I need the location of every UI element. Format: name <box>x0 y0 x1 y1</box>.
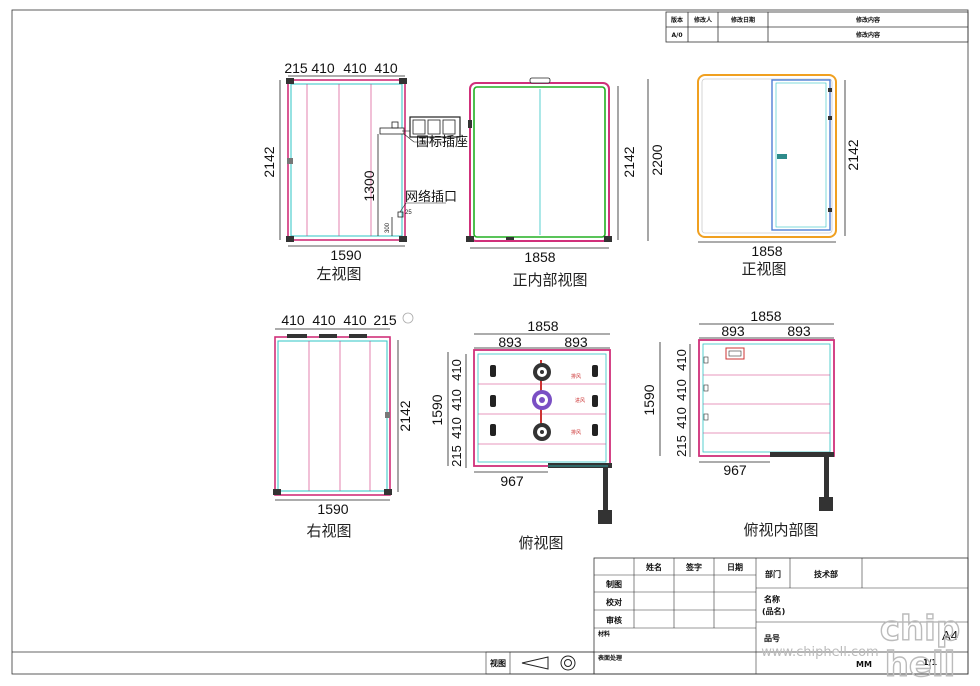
top-inner-caption: 俯视内部图 <box>743 521 818 539</box>
left-dim-top-4: 410 <box>374 60 398 76</box>
top-inner-dim-depth: 1590 <box>641 384 657 415</box>
socket-label: 国标插座 <box>416 134 468 149</box>
top-dim-half-a: 893 <box>498 334 522 350</box>
top-dim-side-3: 410 <box>449 417 464 439</box>
tb-sheet: 1/1 <box>923 658 937 667</box>
top-inner-dim-side-4: 215 <box>674 435 689 457</box>
right-dim-top-1: 410 <box>281 312 305 328</box>
top-inner-dim-side-2: 410 <box>674 379 689 401</box>
left-view: 215 410 410 410 2142 1590 左视图 国标插座 1300 … <box>261 60 468 283</box>
tb-header-name: 姓名 <box>645 562 662 572</box>
tb-part-label: 品号 <box>764 634 780 643</box>
right-dim-top-3: 410 <box>343 312 367 328</box>
tb-material: 材料 <box>597 630 610 638</box>
tb-paper: A4 <box>942 628 958 643</box>
rev-header-content: 修改内容 <box>855 16 880 24</box>
top-inner-dim-side-3: 410 <box>674 407 689 429</box>
right-dim-height: 2142 <box>397 400 413 431</box>
rev-header-date: 修改日期 <box>730 16 755 24</box>
front-inner-caption: 正内部视图 <box>512 271 587 289</box>
socket-panel <box>409 116 461 138</box>
top-dim-depth: 1590 <box>429 394 445 425</box>
fan-label-1: 排风 <box>571 373 581 380</box>
right-dim-top-4: 215 <box>373 312 397 328</box>
right-dim-top-2: 410 <box>312 312 336 328</box>
projection-circle-icon <box>560 655 576 671</box>
tb-row-check: 校对 <box>606 597 622 607</box>
right-caption: 右视图 <box>306 522 351 540</box>
top-dim-half-b: 893 <box>564 334 588 350</box>
left-dim-top-2: 410 <box>311 60 335 76</box>
rev-version-value: A/0 <box>671 32 682 39</box>
watermark: www.chiphell.com chip hell <box>761 608 961 685</box>
top-view: 排风 进风 排风 1858 893 893 410 410 410 215 15… <box>429 318 612 552</box>
title-block: 姓名 签字 日期 制图 校对 审核 材料 表面处理 部门 技术部 名称 (品名)… <box>12 557 969 675</box>
front-inner-view: 1858 2142 2200 正内部视图 <box>466 77 665 289</box>
network-port <box>397 211 404 218</box>
tb-name-label-1: 名称 <box>764 594 780 604</box>
rev-header-version: 版本 <box>670 16 684 24</box>
watermark-text: www.chiphell.com <box>761 645 878 660</box>
left-dim-height: 2142 <box>261 146 277 177</box>
left-dim-socket-height: 1300 <box>361 170 377 201</box>
left-view-caption: 左视图 <box>316 265 361 283</box>
chiphell-logo: chip <box>880 609 960 649</box>
tb-row-draw: 制图 <box>606 579 622 589</box>
front-door <box>771 79 831 231</box>
tb-surface: 表面处理 <box>597 654 622 662</box>
top-inner-dim-door: 967 <box>723 462 747 478</box>
tb-view-label: 视图 <box>490 658 506 668</box>
top-caption: 俯视图 <box>518 534 563 552</box>
front-dim-width: 1858 <box>751 243 782 259</box>
top-inner-dim-half-b: 893 <box>787 323 811 339</box>
network-height-dim: 300 <box>385 222 391 233</box>
rev-header-modifier: 修改人 <box>693 16 713 24</box>
top-dim-door: 967 <box>500 473 524 489</box>
revision-table: 版本 修改人 修改日期 修改内容 A/0 修改内容 <box>665 11 969 43</box>
rev-content-value: 修改内容 <box>855 31 880 39</box>
tb-dept-value: 技术部 <box>814 569 838 579</box>
tb-unit: MM <box>856 660 872 669</box>
front-inner-dim-height-b: 2200 <box>649 144 665 175</box>
top-dim-side-4: 215 <box>449 445 464 467</box>
top-inner-view: 1858 893 893 410 410 410 215 1590 967 俯视… <box>641 308 835 539</box>
top-inner-dim-width: 1858 <box>750 308 781 324</box>
tb-name-label-2: (品名) <box>762 606 785 616</box>
top-dim-side-1: 410 <box>449 359 464 381</box>
front-view: 1858 2142 正视图 <box>697 74 861 278</box>
tb-dept-label: 部门 <box>765 569 781 579</box>
top-inner-dim-side-1: 410 <box>674 349 689 371</box>
tb-header-date: 日期 <box>727 562 743 572</box>
network-label: 网络插口 <box>405 189 457 204</box>
right-view: 410 410 410 215 2142 1590 右视图 <box>273 312 414 540</box>
top-dim-side-2: 410 <box>449 389 464 411</box>
tb-header-sign: 签字 <box>685 562 702 572</box>
left-dim-width: 1590 <box>330 247 361 263</box>
chiphell-logo-2: hell <box>885 645 956 685</box>
left-dim-top-3: 410 <box>343 60 367 76</box>
left-dim-top-1: 215 <box>284 60 308 76</box>
projection-cone-icon <box>521 656 549 670</box>
top-inner-dim-half-a: 893 <box>721 323 745 339</box>
inner-socket-box <box>725 347 745 360</box>
right-dim-width: 1590 <box>317 501 348 517</box>
tb-row-review: 审核 <box>606 615 622 625</box>
front-dim-height: 2142 <box>845 139 861 170</box>
top-dim-width: 1858 <box>527 318 558 334</box>
fan-label-2: 进风 <box>575 397 585 404</box>
front-inner-dim-width: 1858 <box>524 249 555 265</box>
network-small-dim: 25 <box>405 210 412 216</box>
front-inner-dim-height-a: 2142 <box>621 146 637 177</box>
fan-label-3: 排风 <box>571 429 581 436</box>
front-caption: 正视图 <box>741 260 786 278</box>
